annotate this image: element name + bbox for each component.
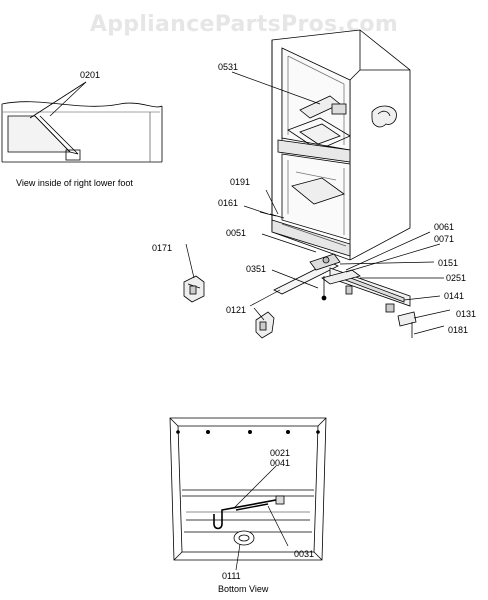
inset-caption: View inside of right lower foot (16, 178, 133, 188)
bottom-view-drawing (169, 417, 327, 561)
watermark: AppliancePartsPros.com (89, 12, 399, 37)
callout-0031: 0031 (294, 549, 315, 559)
callout-0111: 0111 (222, 571, 241, 581)
callout-0531: 0531 (218, 62, 239, 72)
callout-0071: 0071 (434, 234, 455, 244)
callout-0201: 0201 (80, 70, 101, 80)
bottom-view-caption: Bottom View (218, 584, 269, 594)
callout-0021: 0021 (270, 448, 291, 458)
callout-0041: 0041 (270, 458, 291, 468)
callout-0251: 0251 (446, 273, 467, 283)
callout-0151: 0151 (438, 258, 459, 268)
callout-0131: 0131 (456, 309, 477, 319)
callout-0181: 0181 (448, 325, 469, 335)
cabinet-drawing (259, 29, 411, 261)
callout-0061: 0061 (434, 222, 455, 232)
callout-0161: 0161 (218, 198, 239, 208)
foot-inset-drawing (1, 81, 163, 163)
callout-0051: 0051 (226, 228, 247, 238)
callout-0121: 0121 (226, 305, 247, 315)
callout-0351: 0351 (246, 264, 267, 274)
base-parts-drawing (183, 253, 417, 339)
callout-0191: 0191 (230, 177, 251, 187)
callout-0171: 0171 (152, 243, 173, 253)
callout-0141: 0141 (444, 291, 465, 301)
leader-lines (49, 71, 451, 571)
